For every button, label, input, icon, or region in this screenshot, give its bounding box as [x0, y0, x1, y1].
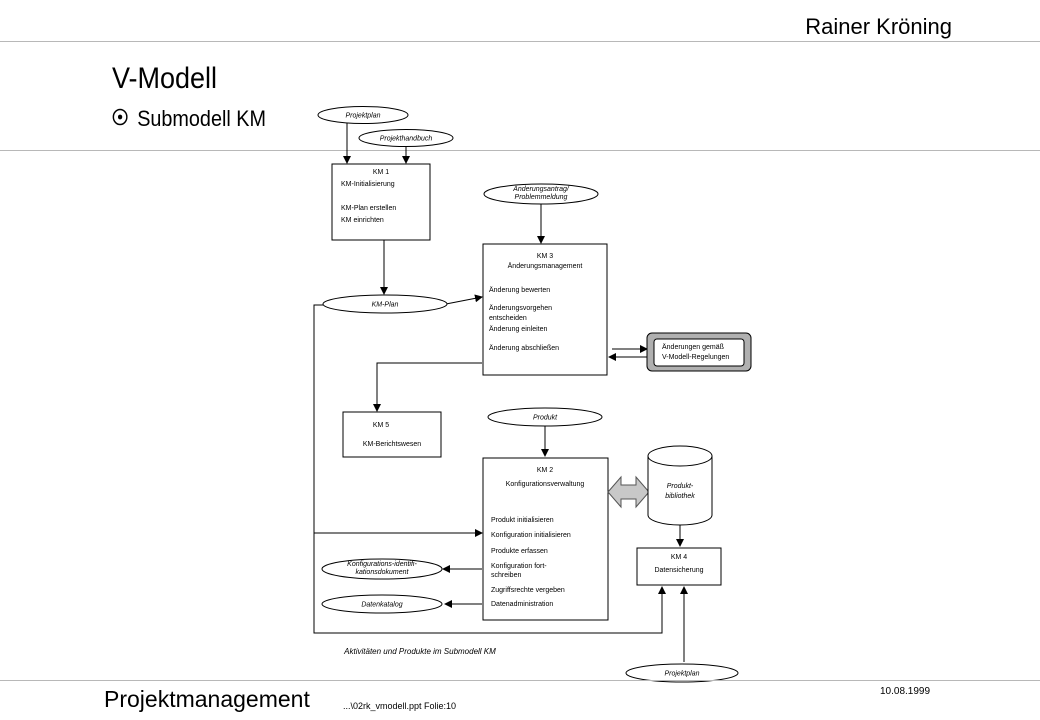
product-label: Projektplan	[664, 671, 699, 678]
activity-line: KM-Plan erstellen	[341, 205, 396, 212]
activity-line: Änderungsvorgehen	[489, 304, 552, 312]
target-bullet-icon	[112, 106, 128, 132]
subtitle-text: Submodell KM	[137, 106, 266, 131]
database-produktbibliothek-icon: Produkt- bibliothek	[647, 445, 713, 526]
footer-divider	[0, 680, 1040, 681]
regelung-line: V-Modell-Regelungen	[662, 354, 729, 361]
activity-header: KM 1	[373, 169, 389, 176]
activity-line: entscheiden	[489, 315, 527, 322]
activity-km1: KM 1 KM-Initialisierung KM-Plan erstelle…	[331, 163, 431, 241]
activity-line: KM einrichten	[341, 217, 384, 224]
activity-header: KM 4	[671, 554, 687, 561]
activity-line: Produkt initialisieren	[491, 517, 554, 524]
activity-km3: KM 3 Änderungsmanagement Änderung bewert…	[482, 243, 608, 376]
product-projekthandbuch: Projekthandbuch	[358, 129, 454, 147]
product-label: Produkt	[533, 415, 558, 422]
product-projektplan-bottom: Projektplan	[625, 663, 739, 683]
activity-line: Änderung einleiten	[489, 325, 547, 333]
activity-header: KM 2	[537, 467, 553, 474]
product-label: KM-Plan	[372, 302, 399, 309]
connector-lines	[313, 121, 688, 662]
slide-subtitle: Submodell KM	[112, 106, 266, 132]
product-label: Projektplan	[345, 113, 380, 120]
activity-line: Änderung bewerten	[489, 286, 550, 294]
external-v-modell-regelungen: Änderungen gemäß V-Modell-Regelungen	[646, 332, 752, 372]
activity-header: KM 3	[537, 253, 553, 260]
footer-file-reference: ...\02rk_vmodell.ppt Folie:10	[343, 701, 457, 711]
product-label: Problemmeldung	[515, 194, 568, 201]
activity-line: Datenadministration	[491, 601, 553, 608]
double-arrow-icon	[607, 475, 650, 509]
activity-line: schreiben	[491, 572, 521, 579]
activity-line: KM-Berichtswesen	[363, 441, 421, 448]
activity-subheader: Konfigurationsverwaltung	[506, 481, 585, 488]
author-name: Rainer Kröning	[805, 14, 952, 39]
activity-km5: KM 5 KM-Berichtswesen	[342, 411, 442, 458]
product-produkt: Produkt	[487, 407, 603, 427]
product-aenderungsantrag: Änderungsantrag/ Problemmeldung	[483, 183, 599, 205]
activity-line: KM-Initialisierung	[341, 181, 395, 188]
footer-title: Projektmanagement	[104, 686, 310, 712]
activity-line: Änderung abschließen	[489, 344, 559, 352]
product-datenkatalog: Datenkatalog	[321, 594, 443, 614]
activity-line: Datensicherung	[654, 567, 703, 574]
activity-line: Konfiguration fort-	[491, 563, 547, 570]
activity-line: Produkte erfassen	[491, 548, 548, 555]
activity-line: Konfiguration initialisieren	[491, 532, 571, 539]
regelung-line: Änderungen gemäß	[662, 343, 724, 351]
activity-km2: KM 2 Konfigurationsverwaltung Produkt in…	[482, 457, 609, 621]
database-label: Produkt-	[667, 483, 694, 490]
footer-date: 10.08.1999	[880, 686, 931, 697]
product-label: Änderungsantrag/	[512, 185, 570, 193]
product-label: Datenkatalog	[361, 602, 402, 609]
product-label: Konfigurations-identifi-	[347, 561, 417, 568]
activity-km4: KM 4 Datensicherung	[636, 547, 722, 586]
title-divider	[0, 150, 1040, 151]
activity-header: KM 5	[373, 422, 389, 429]
product-km-plan: KM-Plan	[322, 294, 448, 314]
database-label: bibliothek	[665, 493, 695, 500]
product-label: Projekthandbuch	[380, 136, 433, 143]
header-divider	[0, 41, 1040, 42]
slide-title: V-Modell	[112, 62, 218, 95]
product-konfigurationsidentifikationsdokument: Konfigurations-identifi- kationsdokument	[321, 558, 443, 580]
activity-line: Zugriffsrechte vergeben	[491, 587, 565, 594]
diagram-caption: Aktivitäten und Produkte im Submodell KM	[343, 647, 496, 656]
product-label: kationsdokument	[356, 569, 410, 576]
product-projektplan-top: Projektplan	[317, 106, 409, 124]
activity-subheader: Änderungsmanagement	[508, 262, 583, 270]
